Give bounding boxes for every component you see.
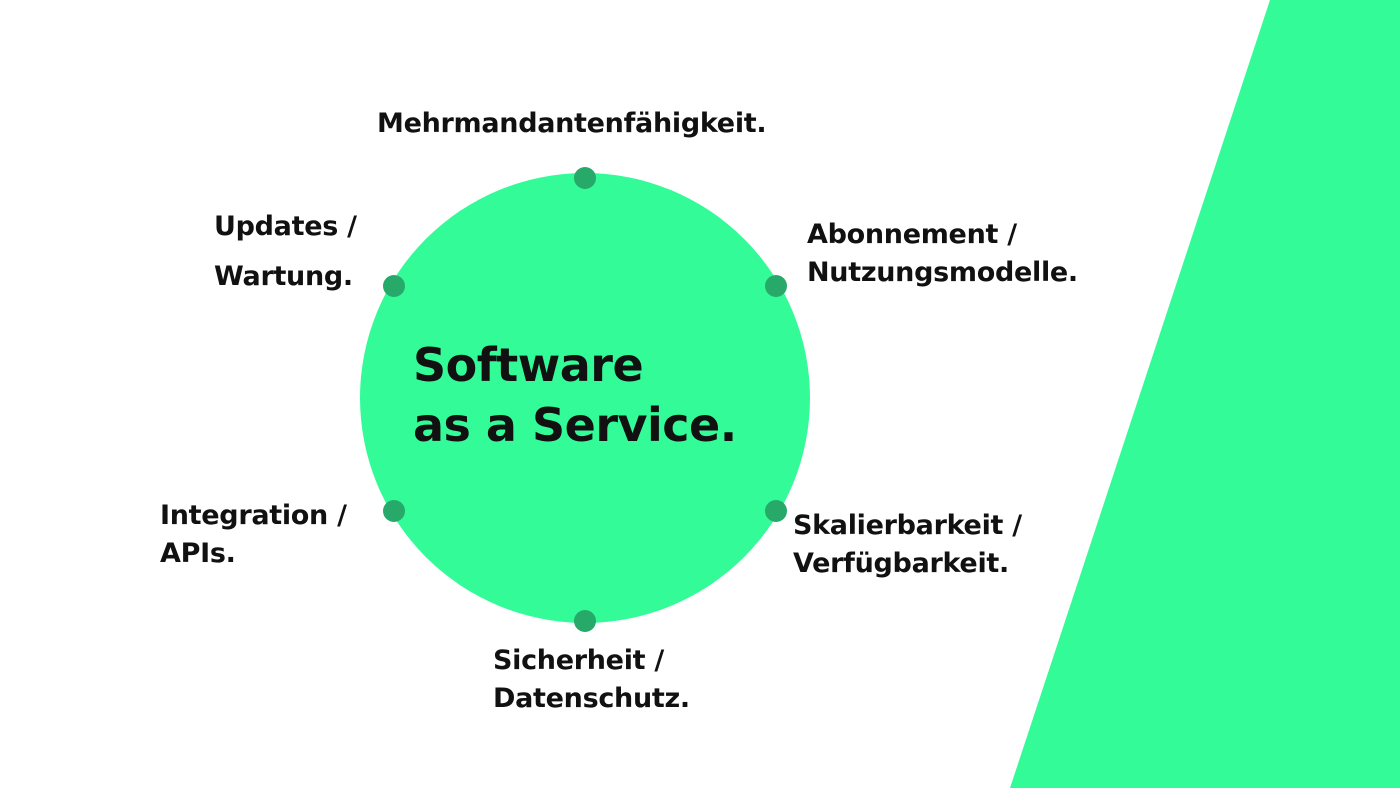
label-line: Mehrmandantenfähigkeit. — [377, 108, 767, 139]
label-multi-tenancy: Mehrmandantenfähigkeit. — [377, 104, 767, 144]
node-dot-top-right — [765, 275, 787, 297]
label-line: Verfügbarkeit. — [793, 548, 1009, 579]
center-title: Software as a Service. — [413, 335, 737, 455]
label-security: Sicherheit / Datenschutz. — [493, 642, 690, 718]
center-title-line1: Software — [413, 338, 644, 392]
center-title-line2: as a Service. — [413, 398, 737, 452]
center-circle — [360, 173, 810, 623]
label-line: Nutzungsmodelle. — [807, 257, 1078, 288]
label-line: Datenschutz. — [493, 683, 690, 714]
node-dot-top-left — [383, 275, 405, 297]
label-line: Integration / — [160, 500, 347, 531]
label-line: Wartung. — [214, 261, 353, 292]
label-line: APIs. — [160, 538, 236, 569]
node-dot-bottom — [574, 610, 596, 632]
label-scalability: Skalierbarkeit / Verfügbarkeit. — [793, 507, 1022, 583]
node-dot-bottom-right — [765, 500, 787, 522]
label-line: Abonnement / — [807, 219, 1017, 250]
label-updates: Updates / Wartung. — [214, 202, 357, 302]
label-integration: Integration / APIs. — [160, 497, 347, 573]
label-line: Sicherheit / — [493, 645, 664, 676]
label-line: Updates / — [214, 211, 357, 242]
node-dot-top — [574, 167, 596, 189]
node-dot-bottom-left — [383, 500, 405, 522]
label-line: Skalierbarkeit / — [793, 510, 1022, 541]
label-subscription: Abonnement / Nutzungsmodelle. — [807, 216, 1078, 292]
